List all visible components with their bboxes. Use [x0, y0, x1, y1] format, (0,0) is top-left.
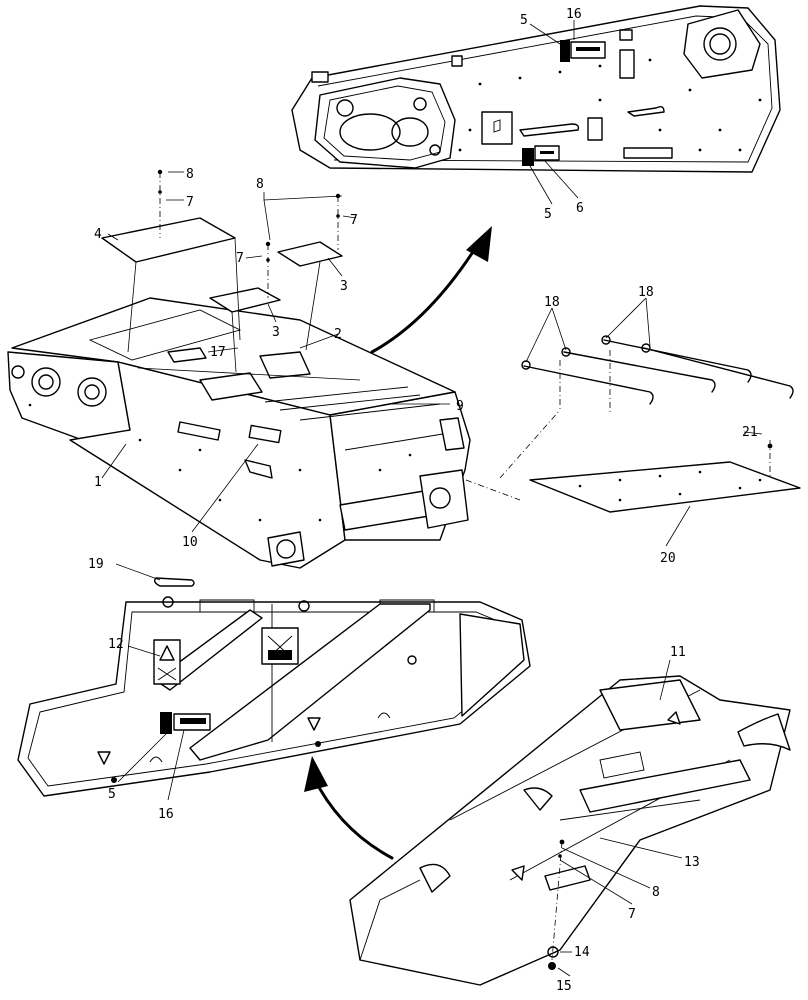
callout-labels: 16 5 5 6 8 7 8 7 4 7 3 3 2 17 9 1 10 18 …	[88, 7, 758, 994]
callout-8: 8	[256, 177, 264, 192]
callout-4: 4	[94, 227, 102, 242]
callout-7: 7	[236, 251, 244, 266]
callout-9: 9	[456, 399, 464, 414]
callout-14: 14	[574, 945, 590, 960]
callout-8: 8	[652, 885, 660, 900]
callout-5: 5	[108, 787, 116, 802]
detail-arrow-up	[370, 242, 480, 354]
callout-7: 7	[350, 213, 358, 228]
callout-5: 5	[544, 207, 552, 222]
callout-3: 3	[272, 325, 280, 340]
callout-6: 6	[576, 201, 584, 216]
rails	[521, 335, 794, 412]
callout-20: 20	[660, 551, 676, 566]
callout-12: 12	[108, 637, 124, 652]
callout-15: 15	[556, 979, 572, 994]
arrow-head-up	[466, 226, 492, 262]
callout-18: 18	[544, 295, 560, 310]
clip-19	[153, 577, 195, 587]
floor-plate-20	[529, 461, 801, 513]
side-panel-detail	[291, 5, 781, 173]
callout-7: 7	[186, 195, 194, 210]
callout-2: 2	[334, 327, 342, 342]
callout-1: 1	[94, 475, 102, 490]
callout-21: 21	[742, 425, 758, 440]
callout-8: 8	[186, 167, 194, 182]
arrow-head-down	[304, 756, 328, 792]
callout-10: 10	[182, 535, 198, 550]
callout-5: 5	[520, 13, 528, 28]
callout-17: 17	[210, 345, 226, 360]
callout-18: 18	[638, 285, 654, 300]
cover-plate-3b	[277, 241, 343, 267]
callout-3: 3	[340, 279, 348, 294]
callout-16: 16	[158, 807, 174, 822]
cover-plate-4	[101, 217, 236, 263]
side-skin-detail	[17, 596, 531, 797]
callout-16: 16	[566, 7, 582, 22]
callout-7: 7	[628, 907, 636, 922]
callout-11: 11	[670, 645, 686, 660]
detail-arrow-down	[312, 776, 394, 860]
cover-plate-3a	[209, 287, 281, 313]
leader-lines	[101, 20, 763, 977]
main-frame	[7, 297, 471, 569]
callout-13: 13	[684, 855, 700, 870]
shroud-detail	[349, 675, 791, 986]
callout-19: 19	[88, 557, 104, 572]
